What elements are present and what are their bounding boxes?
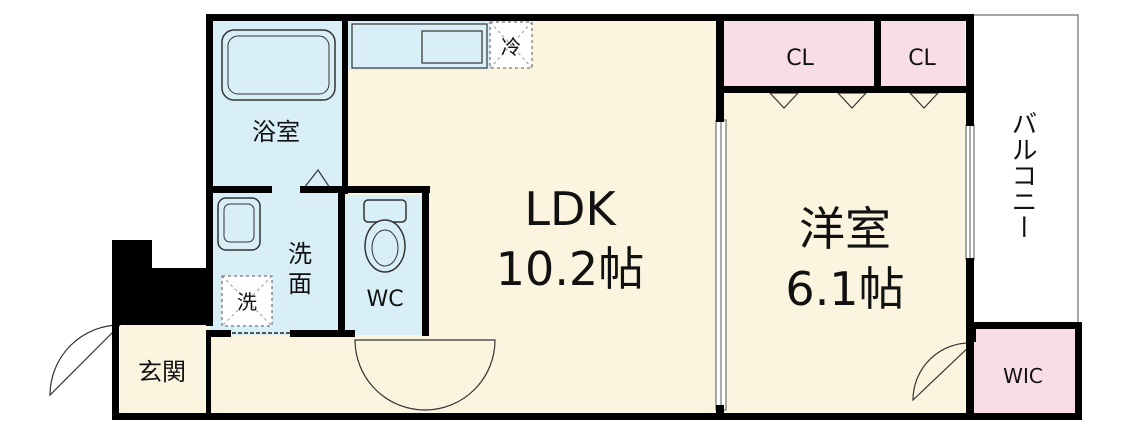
toilet-label: WC: [366, 287, 403, 312]
balcony-label: バルコニー: [1007, 110, 1037, 240]
western-room-label: 洋室: [799, 202, 891, 256]
toilet-bowl: [364, 219, 406, 273]
fridge-cross-b: [489, 21, 533, 69]
bath-label: 浴室: [252, 118, 300, 146]
kitchen-counter: [345, 20, 490, 70]
washroom-label-line2: 面: [288, 270, 312, 298]
walls: [112, 14, 1082, 420]
western-room-size-label: 6.1帖: [785, 262, 904, 316]
entrance-door-swing: [49, 324, 121, 397]
wic-label: WIC: [1003, 364, 1043, 388]
fixtures: [217, 21, 940, 327]
toilet-tank: [363, 199, 407, 223]
washer-space: [221, 275, 273, 327]
entrance-label: 玄関: [138, 358, 186, 386]
ldk-label: LDK: [524, 182, 617, 236]
bathtub-inner: [227, 35, 330, 95]
hall-floor: [210, 335, 345, 415]
bathtub: [221, 29, 336, 101]
entrance-floor: [120, 325, 210, 415]
washer-label: 洗: [237, 290, 257, 314]
room-fills: [120, 14, 1079, 415]
ldk-size-label: 10.2帖: [496, 242, 644, 296]
kitchen-sink: [421, 30, 483, 64]
wic-floor: [973, 325, 1078, 415]
washroom-label-line1: 洗: [288, 240, 312, 268]
toilet-bowl-inner: [371, 229, 399, 267]
closet1-floor: [720, 20, 875, 90]
door-swings: [49, 324, 974, 411]
closet2-label: CL: [908, 46, 936, 71]
hall-door-swing: [424, 339, 496, 411]
western-room-floor: [720, 90, 973, 415]
closet2-floor: [880, 20, 965, 90]
balcony-area: [972, 14, 1079, 326]
vanity-basin: [217, 197, 261, 251]
sink-counter: [351, 23, 488, 69]
vanity-basin-inner: [223, 203, 255, 243]
closet1-label: CL: [786, 46, 814, 71]
wic-door-swing: [912, 342, 974, 402]
labels: LDK 10.2帖 洋室 6.1帖 浴室 洗 面 WC 玄関 CL CL WIC…: [138, 35, 1043, 388]
toilet-door-swing: [354, 339, 426, 411]
fridge-label: 冷: [501, 35, 521, 59]
